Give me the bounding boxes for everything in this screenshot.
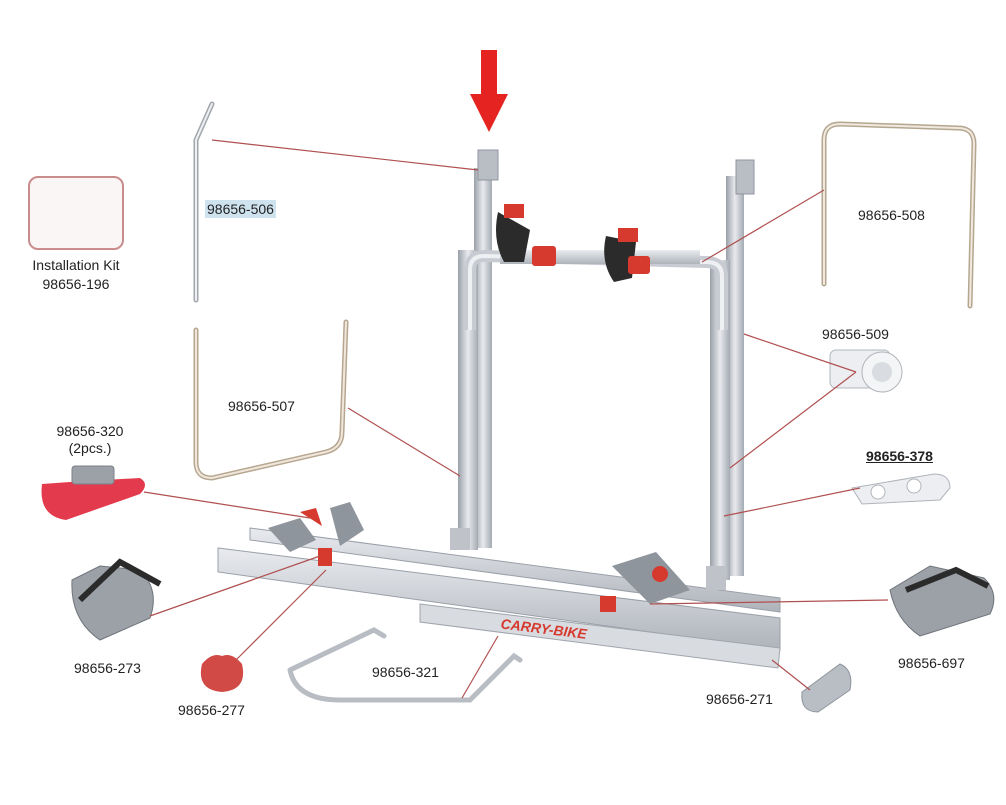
leader-line-273 (149, 555, 321, 617)
leader-lines (143, 139, 889, 699)
label-98656-277: 98656-277 (178, 702, 245, 718)
leader-line-508 (701, 189, 825, 263)
top-bow-part (821, 121, 977, 309)
label-98656-507: 98656-507 (228, 398, 295, 414)
leader-line-321 (461, 635, 499, 699)
down-arrow-icon (470, 50, 508, 132)
installation-kit-title: Installation Kit (32, 257, 120, 273)
leader-line-697 (649, 599, 889, 605)
label-98656-506: 98656-506 (205, 200, 276, 218)
label-98656-320-qty: (2pcs.) (68, 440, 112, 456)
leader-line-509-b (729, 371, 857, 469)
top-bike-holders (496, 204, 650, 282)
label-98656-378: 98656-378 (866, 448, 933, 464)
wheel-holders (268, 502, 726, 612)
leader-line-509-a (743, 333, 857, 373)
leader-line-320 (143, 491, 311, 519)
label-98656-273: 98656-273 (74, 660, 141, 676)
bottom-rails: CARRY-BIKE (217, 527, 781, 669)
endcap-271-part (801, 663, 852, 713)
leader-line-507 (347, 407, 461, 477)
installation-kit-box (28, 176, 124, 250)
leader-line-506 (211, 139, 479, 171)
leader-line-378 (723, 487, 861, 517)
label-98656-697: 98656-697 (898, 655, 965, 671)
installation-kit-number: 98656-196 (42, 276, 110, 292)
main-frame (458, 149, 755, 580)
knob-277-part (200, 655, 244, 692)
label-98656-271: 98656-271 (706, 691, 773, 707)
u-bar-part (193, 319, 349, 481)
rod-part (193, 101, 215, 303)
leader-line-271 (771, 659, 811, 691)
label-98656-320: 98656-320 (56, 423, 124, 439)
label-98656-509: 98656-509 (822, 326, 889, 342)
leader-line-277 (235, 569, 327, 661)
bracket-378-part (851, 473, 951, 505)
bow-321-part (287, 627, 523, 703)
cradle-273-part (71, 558, 162, 641)
cradle-697-part (889, 565, 995, 637)
strap-320-part (41, 465, 145, 520)
label-98656-321: 98656-321 (372, 664, 439, 680)
label-98656-508: 98656-508 (858, 207, 925, 223)
clamp-509-part (829, 349, 903, 393)
